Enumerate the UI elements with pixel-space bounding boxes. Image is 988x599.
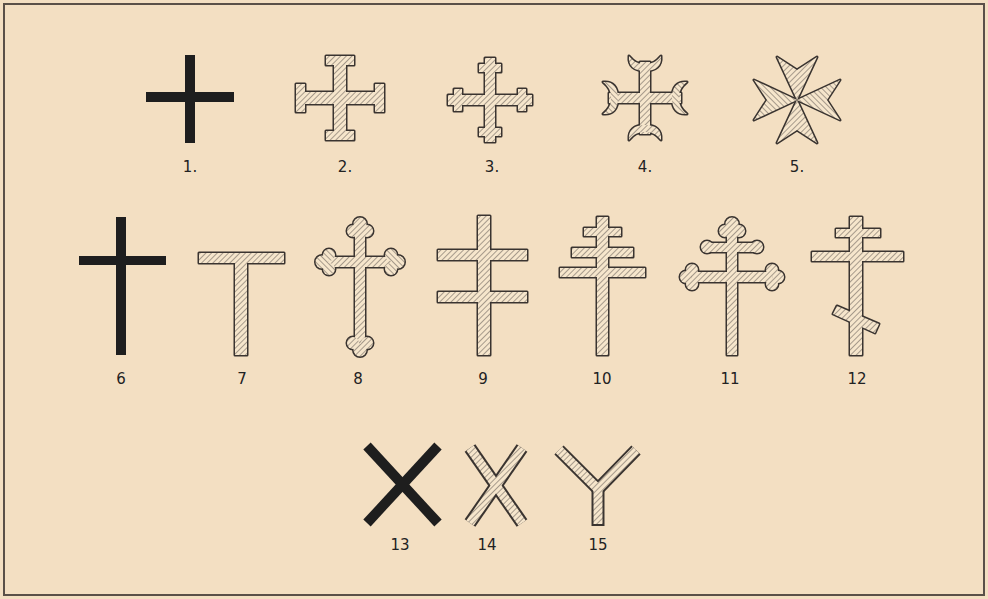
callout-number: 1.	[183, 160, 197, 175]
cross-13	[367, 446, 438, 523]
cross-14-15-fill	[470, 448, 636, 524]
callout-number: 14	[477, 538, 496, 553]
callout-number: 5.	[790, 160, 804, 175]
callout-number: 11	[720, 372, 739, 387]
hatched-cross-outlines	[199, 56, 903, 357]
callout-number: 4.	[638, 160, 652, 175]
callout-number: 13	[390, 538, 409, 553]
callout-number: 10	[592, 372, 611, 387]
cross-14-15-outline	[470, 448, 636, 526]
cross-6	[79, 217, 166, 355]
callout-number: 7	[237, 372, 247, 387]
callout-number: 8	[353, 372, 363, 387]
frame	[4, 4, 984, 595]
hatched-cross-fills	[199, 56, 903, 357]
callout-number: 2.	[338, 160, 352, 175]
callout-number: 6	[116, 372, 126, 387]
cross-1	[146, 55, 234, 143]
callout-number: 3.	[485, 160, 499, 175]
callout-number: 12	[847, 372, 866, 387]
callout-number: 9	[478, 372, 488, 387]
callout-number: 15	[588, 538, 607, 553]
